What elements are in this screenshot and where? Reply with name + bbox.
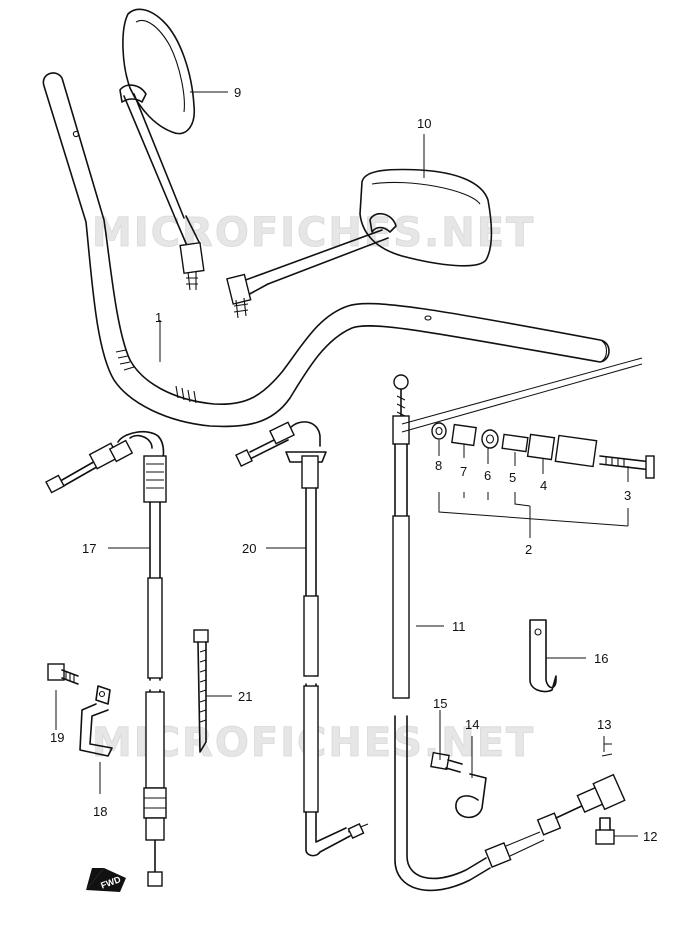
callout-18: 18 (93, 804, 107, 819)
watermark-top: MICROFICHES.NET (92, 210, 535, 256)
bolt-12 (595, 817, 615, 845)
callout-16: 16 (594, 651, 608, 666)
callout-4: 4 (540, 478, 547, 493)
callout-5: 5 (509, 470, 516, 485)
callout-9: 9 (234, 85, 241, 100)
callout-11: 11 (452, 619, 466, 634)
callout-10: 10 (417, 116, 431, 131)
callout-6: 6 (484, 468, 491, 483)
callout-14: 14 (465, 717, 479, 732)
clamp-18 (79, 685, 113, 757)
callout-20: 20 (242, 541, 256, 556)
callouts: 1 2 3 4 5 6 7 8 9 10 11 12 13 14 15 16 1… (50, 85, 657, 844)
handlebar (42, 72, 610, 428)
callout-13: 13 (597, 717, 611, 732)
pin-13 (601, 743, 613, 757)
callout-12: 12 (643, 829, 657, 844)
callout-21: 21 (238, 689, 252, 704)
clutch-cable-11 (392, 374, 626, 892)
clamp-14 (455, 773, 487, 819)
perch-hardware (401, 357, 655, 479)
bolt-19 (47, 663, 79, 685)
throttle-cable-17 (45, 430, 167, 887)
fwd-arrow-icon: FWD (86, 868, 126, 892)
mirror-right (226, 168, 493, 319)
mirror-left (119, 8, 205, 291)
bracket-16 (529, 619, 557, 693)
bolt-15 (430, 751, 463, 773)
throttle-cable-20 (235, 421, 369, 857)
callout-17: 17 (82, 541, 96, 556)
callout-19: 19 (50, 730, 64, 745)
leader-lines (55, 91, 638, 837)
cable-tie-21 (193, 629, 209, 753)
callout-3: 3 (624, 488, 631, 503)
callout-2: 2 (525, 542, 532, 557)
callout-1: 1 (155, 310, 162, 325)
callout-8: 8 (435, 458, 442, 473)
callout-15: 15 (433, 696, 447, 711)
callout-7: 7 (460, 464, 467, 479)
